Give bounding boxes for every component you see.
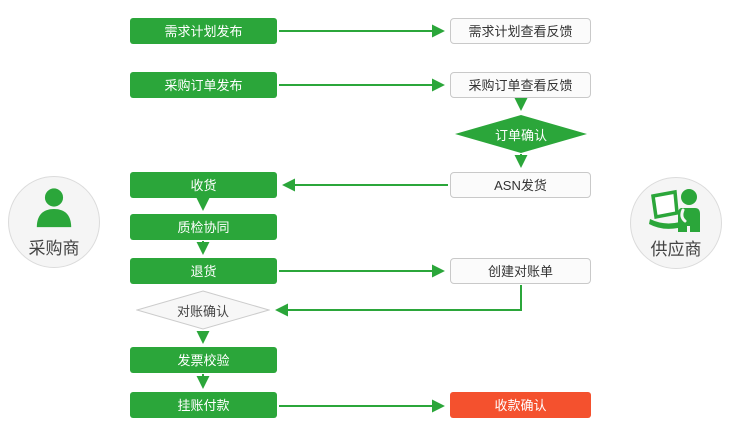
diamond-shape-green [455, 115, 587, 153]
actor-label: 供应商 [650, 240, 702, 259]
flow-node-po-feedback: 采购订单查看反馈 [450, 72, 591, 98]
flow-node-payment-confirm: 收款确认 [450, 392, 591, 418]
actor-buyer: 采购商 [8, 176, 100, 268]
flow-node-receive: 收货 [130, 172, 277, 198]
flow-decision-order-confirm: 订单确认 [454, 114, 588, 154]
flow-node-demand-plan-feedback: 需求计划查看反馈 [450, 18, 591, 44]
flow-decision-statement-confirm: 对账确认 [136, 290, 270, 330]
flow-node-po-publish: 采购订单发布 [130, 72, 277, 98]
flow-node-create-statement: 创建对账单 [450, 258, 591, 284]
person-icon [9, 187, 99, 229]
person-laptop-icon [631, 188, 721, 234]
decision-label: 对账确认 [176, 303, 229, 319]
flow-node-returns: 退货 [130, 258, 277, 284]
diamond-shape-gray [136, 290, 270, 330]
flow-node-invoice-verify: 发票校验 [130, 347, 277, 373]
flow-node-asn-ship: ASN发货 [450, 172, 591, 198]
flow-node-demand-plan-publish: 需求计划发布 [130, 18, 277, 44]
decision-label: 订单确认 [494, 127, 547, 143]
flow-node-payment: 挂账付款 [130, 392, 277, 418]
actor-label: 采购商 [28, 239, 80, 258]
flow-node-quality-check: 质检协同 [130, 214, 277, 240]
actor-supplier: 供应商 [630, 177, 722, 269]
